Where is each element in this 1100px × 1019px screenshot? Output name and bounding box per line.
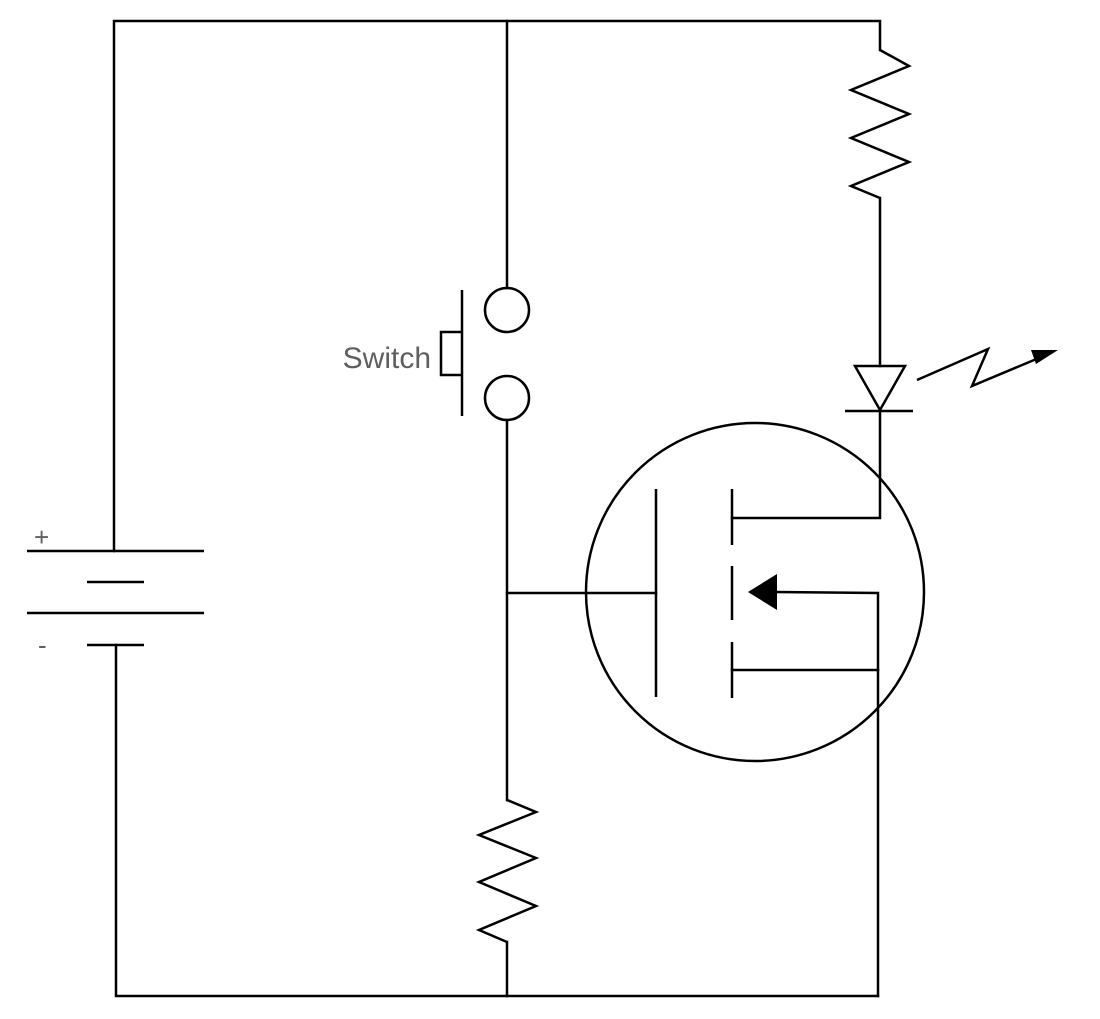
push-button-switch-symbol: Switch (343, 286, 531, 422)
battery-positive-label: + (34, 522, 49, 552)
wires (112, 19, 882, 998)
top-rail-wire (112, 19, 882, 553)
drain-wire (730, 410, 882, 520)
mosfet-body-circle (584, 421, 926, 763)
top-resistor-symbol (847, 48, 913, 200)
bottom-rail-wire (114, 643, 880, 998)
source-body-tie-wire (774, 590, 880, 998)
led-diode-triangle (852, 364, 908, 413)
led-symbol (845, 346, 1058, 413)
battery-negative-label: - (38, 630, 47, 660)
mosfet-symbol (584, 421, 926, 763)
mosfet-body-arrow-icon (748, 574, 777, 610)
switch-bottom-to-gate-wire (505, 418, 658, 595)
switch-button-cap (439, 330, 462, 377)
switch-bottom-contact (483, 374, 531, 422)
bottom-resistor-symbol (475, 798, 540, 944)
battery-symbol: + - (27, 522, 204, 660)
led-emission-line (916, 346, 1047, 389)
switch-label: Switch (343, 342, 431, 375)
led-emission-arrowhead-icon (1031, 350, 1058, 364)
switch-top-contact (483, 286, 531, 334)
